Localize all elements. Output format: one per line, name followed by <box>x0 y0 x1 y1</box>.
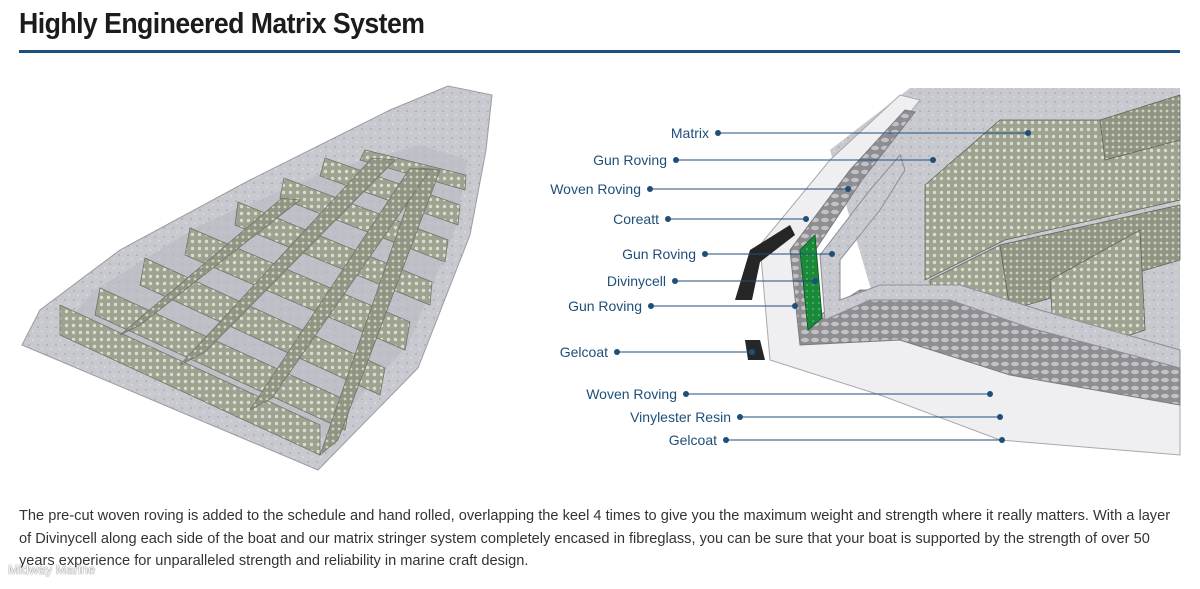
callout-dots <box>614 130 1031 443</box>
label-gelcoat-2: Gelcoat <box>668 432 717 448</box>
label-woven-roving-2: Woven Roving <box>586 386 677 402</box>
label-vinylester-resin: Vinylester Resin <box>630 409 731 425</box>
callout-leaders <box>617 132 1028 441</box>
label-gelcoat-1: Gelcoat <box>559 344 608 360</box>
boat-hull-overview <box>21 85 493 471</box>
boat-illustrations <box>21 85 1181 471</box>
label-gun-roving-3: Gun Roving <box>568 298 642 314</box>
title-underline <box>19 50 1180 53</box>
label-matrix: Matrix <box>670 125 709 141</box>
watermark: Midway Marine <box>8 562 96 577</box>
label-gun-roving-1: Gun Roving <box>593 152 667 168</box>
label-divinycell: Divinycell <box>606 273 666 289</box>
page-title: Highly Engineered Matrix System <box>19 8 425 40</box>
hull-cutaway-diagram <box>735 88 1181 456</box>
label-gun-roving-2: Gun Roving <box>622 246 696 262</box>
label-coreatt: Coreatt <box>613 211 659 227</box>
label-woven-roving-1: Woven Roving <box>550 181 641 197</box>
description-paragraph: The pre-cut woven roving is added to the… <box>19 508 1171 569</box>
